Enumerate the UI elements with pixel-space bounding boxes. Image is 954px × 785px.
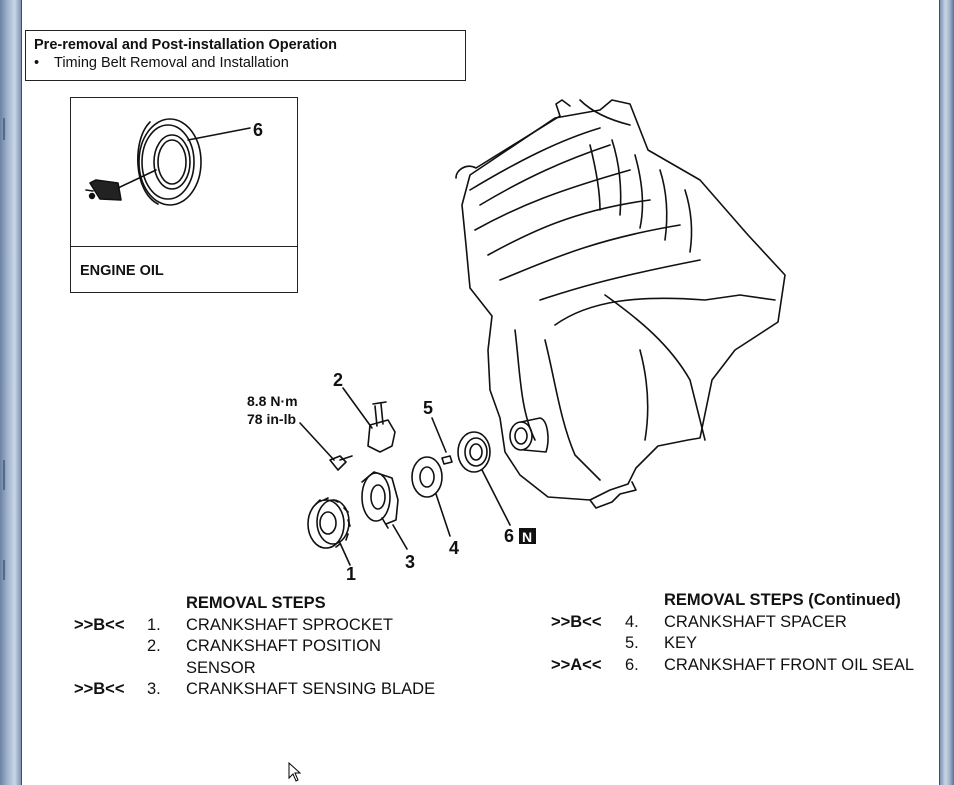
step-text: CRANKSHAFT SPROCKET (186, 615, 393, 634)
callout-1: 1 (346, 564, 356, 584)
step-text: CRANKSHAFT POSITION (186, 637, 381, 655)
callout-6-inset: 6 (253, 120, 263, 140)
step-text: KEY (664, 634, 698, 652)
step-text: SENSOR (186, 658, 256, 677)
step-number: 1. (147, 615, 161, 634)
step-code: >>A<< (551, 655, 602, 674)
step-number: 5. (625, 634, 639, 652)
frame-edge-right (939, 0, 940, 785)
steps-header: REMOVAL STEPS (186, 594, 326, 612)
step-number: 2. (147, 637, 161, 655)
step-code: >>B<< (74, 615, 125, 634)
new-part-badge-bg (519, 528, 536, 544)
frame-seam (3, 560, 5, 580)
engine-illustration (455, 99, 786, 509)
note-item: • Timing Belt Removal and Installation (34, 54, 457, 73)
note-item-text: Timing Belt Removal and Installation (54, 55, 289, 71)
crankshaft-sprocket (307, 497, 351, 566)
callout-5: 5 (423, 398, 433, 418)
crankshaft-key (431, 417, 453, 465)
step-text: CRANKSHAFT FRONT OIL SEAL (664, 655, 914, 674)
crankshaft-position-sensor (342, 387, 396, 453)
step-number: 6. (625, 655, 639, 674)
inset-oil-seal (137, 118, 251, 206)
step-code: >>B<< (74, 680, 125, 698)
pre-removal-note: Pre-removal and Post-installation Operat… (25, 30, 466, 81)
step-number: 4. (625, 612, 639, 631)
oil-can-icon (85, 169, 157, 201)
step-row: >>B<< 1. CRANKSHAFT SPROCKET (74, 615, 494, 637)
new-part-badge: N (522, 529, 532, 545)
removal-steps-left: REMOVAL STEPS >>B<< 1. CRANKSHAFT SPROCKET… (74, 593, 494, 701)
steps-header: REMOVAL STEPS (Continued) (664, 591, 901, 609)
torque-inlb: 78 in-lb (247, 411, 296, 427)
note-title: Pre-removal and Post-installation Operat… (34, 37, 337, 53)
frame-seam (3, 118, 5, 140)
frame-edge-left (21, 0, 22, 785)
step-row: 5. KEY (551, 633, 936, 655)
sensor-bolt (299, 422, 353, 471)
inset-divider (71, 246, 297, 247)
mouse-pointer-icon (288, 762, 302, 782)
steps-header-row: REMOVAL STEPS (74, 593, 494, 615)
step-code: >>B<< (551, 612, 602, 631)
crankshaft-sensing-blade (361, 471, 408, 550)
window-frame-left (0, 0, 21, 785)
step-text: CRANKSHAFT SPACER (664, 612, 847, 631)
step-text: CRANKSHAFT SENSING BLADE (186, 680, 436, 698)
bullet: • (34, 55, 40, 71)
step-row: >>B<< 3. CRANKSHAFT SENSING BLADE (74, 679, 494, 701)
step-number: 3. (147, 680, 161, 698)
removal-steps-right: REMOVAL STEPS (Continued) >>B<< 4. CRANKSH… (551, 590, 936, 676)
crankshaft-front-oil-seal (457, 431, 511, 526)
frame-seam (3, 460, 5, 490)
callout-2: 2 (333, 370, 343, 390)
step-row: SENSOR (74, 658, 494, 680)
callout-3: 3 (405, 552, 415, 572)
crankshaft-spacer (411, 456, 451, 537)
callout-6: 6 (504, 526, 514, 546)
callout-4: 4 (449, 538, 459, 558)
torque-nm: 8.8 N·m (247, 393, 298, 409)
window-frame-right (940, 0, 954, 785)
steps-header-row: REMOVAL STEPS (Continued) (551, 590, 936, 612)
step-row: >>A<< 6. CRANKSHAFT FRONT OIL SEAL (551, 655, 936, 677)
engine-oil-inset: ENGINE OIL (70, 97, 298, 293)
engine-oil-label: ENGINE OIL (80, 263, 164, 279)
step-row: >>B<< 4. CRANKSHAFT SPACER (551, 612, 936, 634)
step-row: 2. CRANKSHAFT POSITION (74, 636, 494, 658)
